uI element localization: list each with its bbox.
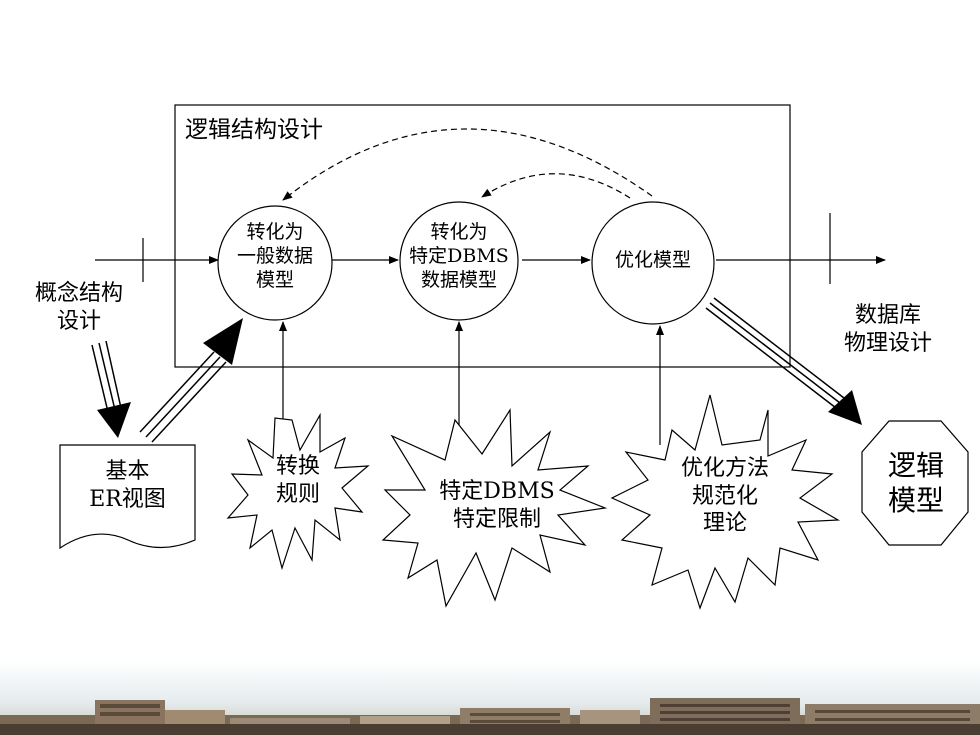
concept-design-label: 概念结构 设计 [34, 281, 123, 334]
node-optimize-label: 优化模型 [614, 249, 691, 271]
optimize-to-logical-arrow [705, 297, 862, 425]
node-dbms-model [399, 201, 519, 321]
rules-label: 转换 规则 [275, 454, 320, 507]
feedback-arrow-long [282, 128, 653, 201]
frame-title: 逻辑结构设计 [185, 117, 323, 143]
physical-design-label: 数据库 物理设计 [843, 303, 932, 356]
node-optimize-model [591, 201, 715, 325]
er-view-label: 基本 ER视图 [89, 459, 166, 512]
campus-photo-strip [0, 660, 980, 735]
dbms-limits-label: 特定DBMS 特定限制 [439, 479, 555, 532]
theory-starburst [610, 394, 841, 610]
node-general-model [217, 205, 333, 321]
concept-to-er-arrow [91, 340, 131, 438]
logical-model-octagon [861, 420, 969, 546]
node-general-label: 转化为 一般数据 模型 [236, 221, 313, 291]
er-to-general-arrow [139, 318, 243, 443]
logical-design-frame [174, 104, 791, 368]
theory-label: 优化方法 规范化 理论 [680, 456, 769, 536]
feedback-arrow-short [481, 173, 631, 199]
node-dbms-label: 转化为 特定DBMS 数据模型 [409, 221, 509, 291]
er-view-document [59, 444, 196, 550]
rules-starburst [226, 412, 370, 571]
logical-model-label: 逻辑 模型 [887, 449, 944, 517]
dbms-limits-starburst [381, 408, 608, 608]
logical-design-diagram [59, 104, 969, 610]
